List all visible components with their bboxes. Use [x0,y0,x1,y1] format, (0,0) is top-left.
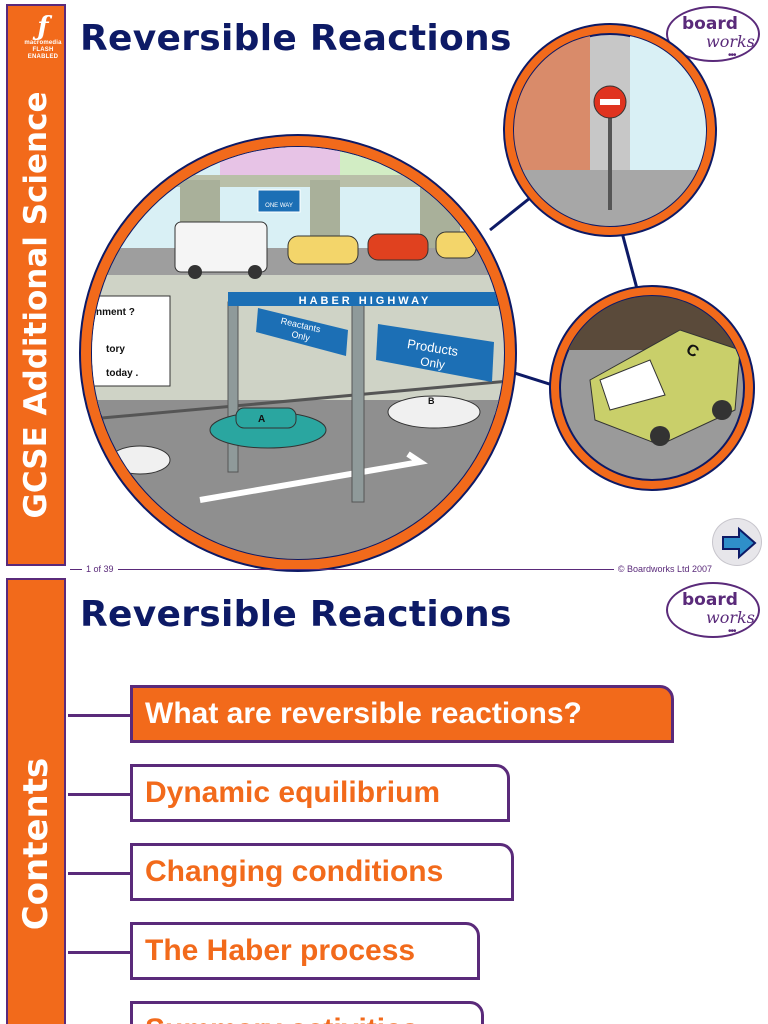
contents-side-title: Contents [16,757,56,931]
footer-divider [70,569,710,570]
menu-connector [68,793,130,796]
products-sign-line2: Only [419,354,446,372]
car-a-label: A [258,414,265,425]
billboard-text-2: tory [106,344,125,355]
logo-dots-icon: ••• [728,50,736,61]
haber-highway-sign-text: HABER HIGHWAY [299,295,432,307]
boardworks-logo: board works ••• [666,6,760,62]
logo-word-board-2: board [682,590,738,610]
logo-word-works: works [706,32,755,51]
page-number: 1 of 39 [82,564,118,572]
arrow-right-icon [722,526,757,560]
logo-word-board: board [682,14,738,34]
boardworks-logo-2: board works ••• [666,582,760,638]
flash-f-icon: ƒ [37,12,49,42]
menu-item-dynamic-equilibrium[interactable]: Dynamic equilibrium [130,764,510,822]
slide-2: Contents Reversible Reactions board work… [0,576,768,1024]
van-c-scene-circle: C [549,285,755,491]
copyright-text: © Boardworks Ltd 2007 [613,564,716,572]
highway-illustration: nment ? tory today . ONE WAY HABER HIGHW… [79,23,755,572]
flash-logo: ƒ macromedia FLASH ENABLED [20,14,66,70]
billboard-text-1: nment ? [96,307,135,318]
menu-item-summary-activities[interactable]: Summary activities [130,1001,484,1024]
main-scene-circle: nment ? tory today . ONE WAY HABER HIGHW… [79,134,517,572]
logo-dots-icon-2: ••• [728,626,736,637]
menu-connector [68,951,130,954]
menu-connector [68,714,130,717]
flash-logo-line3: ENABLED [27,54,59,60]
one-way-sign-text: ONE WAY [265,203,293,209]
flash-logo-line2: FLASH [32,47,54,53]
car-b-label: B [428,396,435,406]
side-bar: ƒ macromedia FLASH ENABLED GCSE Addition… [6,4,66,566]
reactants-sign-line2: Only [291,329,312,343]
next-slide-button[interactable] [712,518,762,566]
page-title-2: Reversible Reactions [80,594,512,635]
slide-1: ƒ macromedia FLASH ENABLED GCSE Addition… [6,4,762,572]
logo-word-works-2: works [706,608,755,627]
flash-logo-line1: macromedia [24,40,62,46]
menu-connector [68,872,130,875]
no-entry-scene-circle [503,23,717,237]
billboard-text-3: today . [106,368,138,379]
menu-item-reversible-reactions[interactable]: What are reversible reactions? [130,685,674,743]
no-entry-icon [600,99,620,105]
menu-item-changing-conditions[interactable]: Changing conditions [130,843,514,901]
contents-side-bar: Contents [6,578,66,1024]
page-title: Reversible Reactions [80,18,512,59]
menu-item-haber-process[interactable]: The Haber process [130,922,480,980]
